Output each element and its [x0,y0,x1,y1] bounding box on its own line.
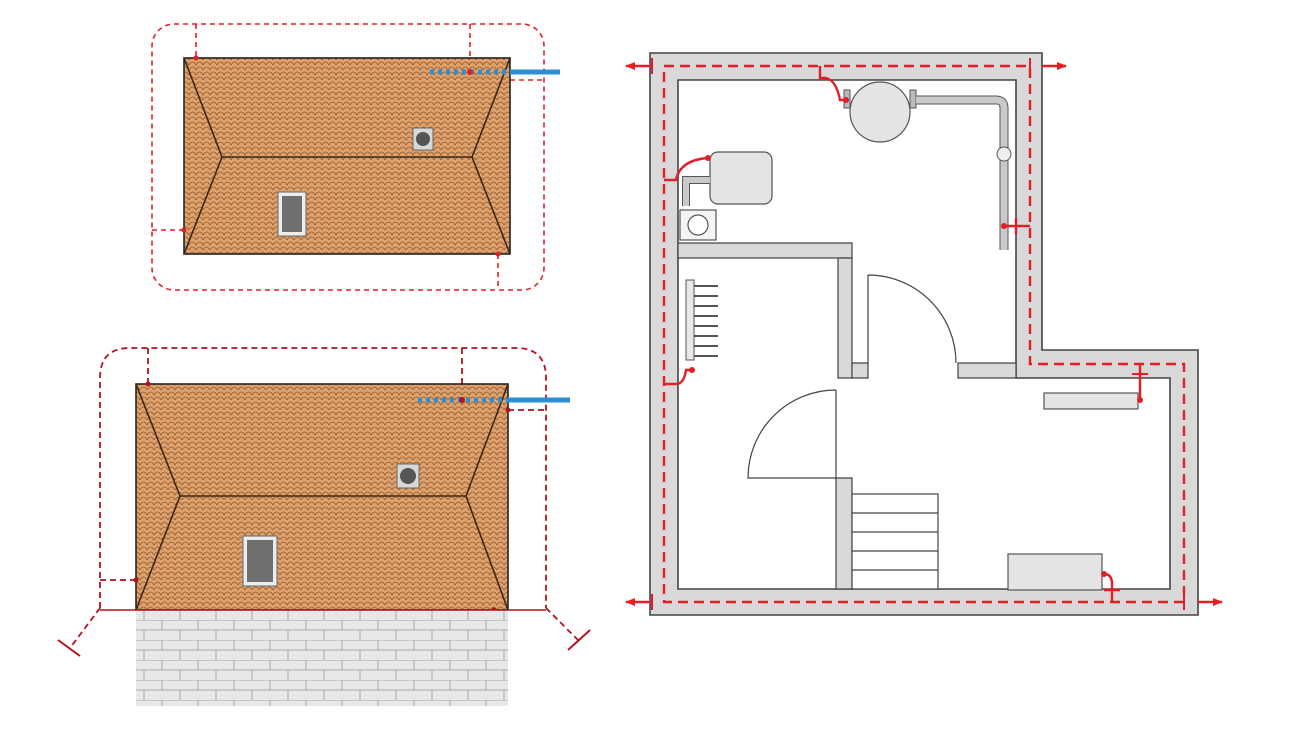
inner-wall-lower [835,477,853,590]
roof-hips-top [183,57,511,255]
connection-point [505,407,511,413]
connection-point [467,69,473,75]
door-swing-right [867,274,957,364]
connection-point [459,397,465,403]
staircase [851,493,939,590]
earth-rod-right-end [567,629,591,651]
roof-hips-bottom [135,383,509,611]
bond-water-heater [818,66,846,102]
roof-elevation-bottom [57,347,591,706]
heating-pipe [916,95,1009,250]
floor-plan [625,52,1223,616]
conductor-route-floor [662,64,1186,604]
skylight-glass-top [282,196,302,232]
chimney-flue-top [416,132,430,146]
connection-point [193,55,199,61]
inner-wall-right-stub [957,362,1017,379]
connection-point [495,251,501,257]
heating-pipe-inner [916,96,1008,250]
roof-plan-top [151,23,560,291]
connection-point [181,227,187,233]
radiator-left [685,279,718,361]
radiator-right [1043,392,1139,410]
connection-point [705,155,711,161]
bond-washer [664,156,709,182]
inner-wall-vertical [837,257,853,379]
water-heater [843,81,917,143]
earth-rod-left-end [57,639,81,657]
earth-rod-right [545,607,579,641]
roof-surface-bottom [135,383,509,611]
outer-walls [649,52,1199,616]
connection-point [1137,397,1143,403]
pipe-valve [996,146,1012,162]
appliance-bottom [1007,553,1103,591]
earth-rod-left [69,607,101,649]
inner-wall-horizontal [677,242,853,259]
inner-wall-stub [851,362,869,379]
bond-radiator-left [664,368,692,386]
conductor-loop-top [151,23,545,291]
washing-machine [679,151,773,241]
brick-wall [136,610,508,706]
connection-point [133,577,139,583]
connection-point [843,97,849,103]
bond-heating-pipe [1004,218,1030,234]
conductor-ticks [651,58,1185,610]
connection-point [689,367,695,373]
connection-point [145,381,151,387]
conductor-loop-bottom [99,347,547,608]
connection-point [1001,223,1007,229]
door-swing-left [747,389,837,479]
roof-surface-top [183,57,511,255]
connection-point [1101,571,1107,577]
skylight-glass-bottom [247,540,273,582]
chimney-flue-bottom [400,468,416,484]
